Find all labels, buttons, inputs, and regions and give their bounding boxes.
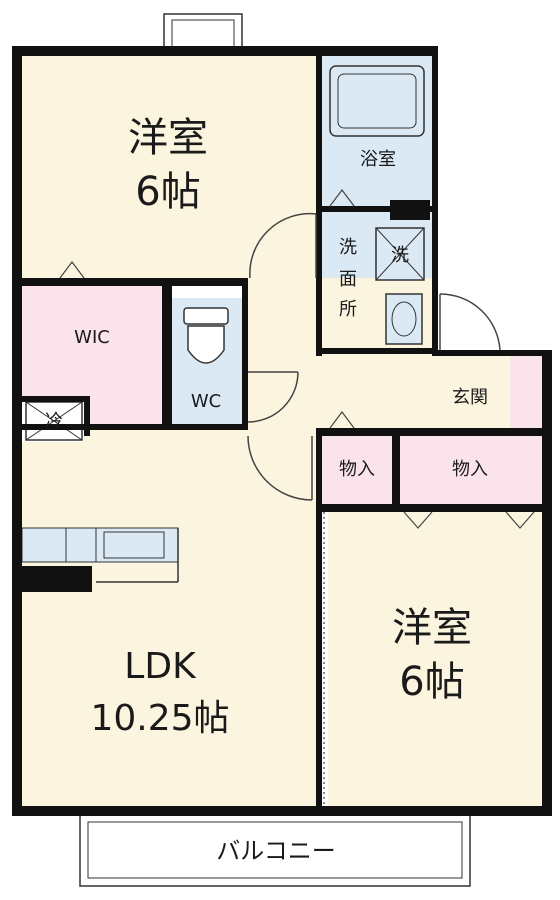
storage-left-label: 物入 (339, 459, 375, 480)
washer-label: 洗 (391, 245, 409, 266)
ldk-size: 10.25帖 (90, 698, 229, 739)
washroom-label-3: 所 (339, 299, 357, 320)
interior-walls (22, 56, 542, 806)
counter-wall (22, 566, 92, 580)
bathtub (329, 65, 425, 137)
ldk-name: LDK (124, 646, 197, 687)
washroom-label-1: 洗 (339, 237, 357, 258)
ldk-floor (22, 430, 320, 806)
shoe-cabinet (510, 356, 542, 428)
sink (103, 531, 165, 559)
top-window (163, 13, 243, 51)
storage-left-floor (322, 436, 392, 504)
fridge-label: 冷 (45, 411, 63, 432)
balcony-label: バルコニー (216, 837, 336, 865)
entrance-label: 玄関 (452, 387, 488, 408)
bedroom-bottom-size: 6帖 (399, 659, 464, 705)
bedroom-top-name: 洋室 (128, 115, 208, 161)
bedroom-bottom-floor (328, 512, 542, 806)
balcony (79, 813, 471, 887)
bedroom-top-floor (22, 56, 318, 278)
door-swings (247, 212, 501, 501)
storage-right-label: 物入 (452, 459, 488, 480)
bedroom-top-size: 6帖 (135, 169, 200, 215)
wic-label: WIC (74, 327, 110, 348)
wc-label: WC (191, 391, 221, 412)
toilet-tank (183, 307, 229, 325)
storage-right-floor (400, 436, 542, 504)
bath-label: 浴室 (360, 149, 396, 170)
entrance-floor (432, 356, 510, 428)
outer-walls (12, 46, 552, 816)
sliding-marks (59, 189, 535, 806)
washroom-label-2: 面 (339, 269, 357, 290)
bedroom-bottom-name: 洋室 (392, 605, 472, 651)
toilet-bowl (187, 325, 225, 364)
